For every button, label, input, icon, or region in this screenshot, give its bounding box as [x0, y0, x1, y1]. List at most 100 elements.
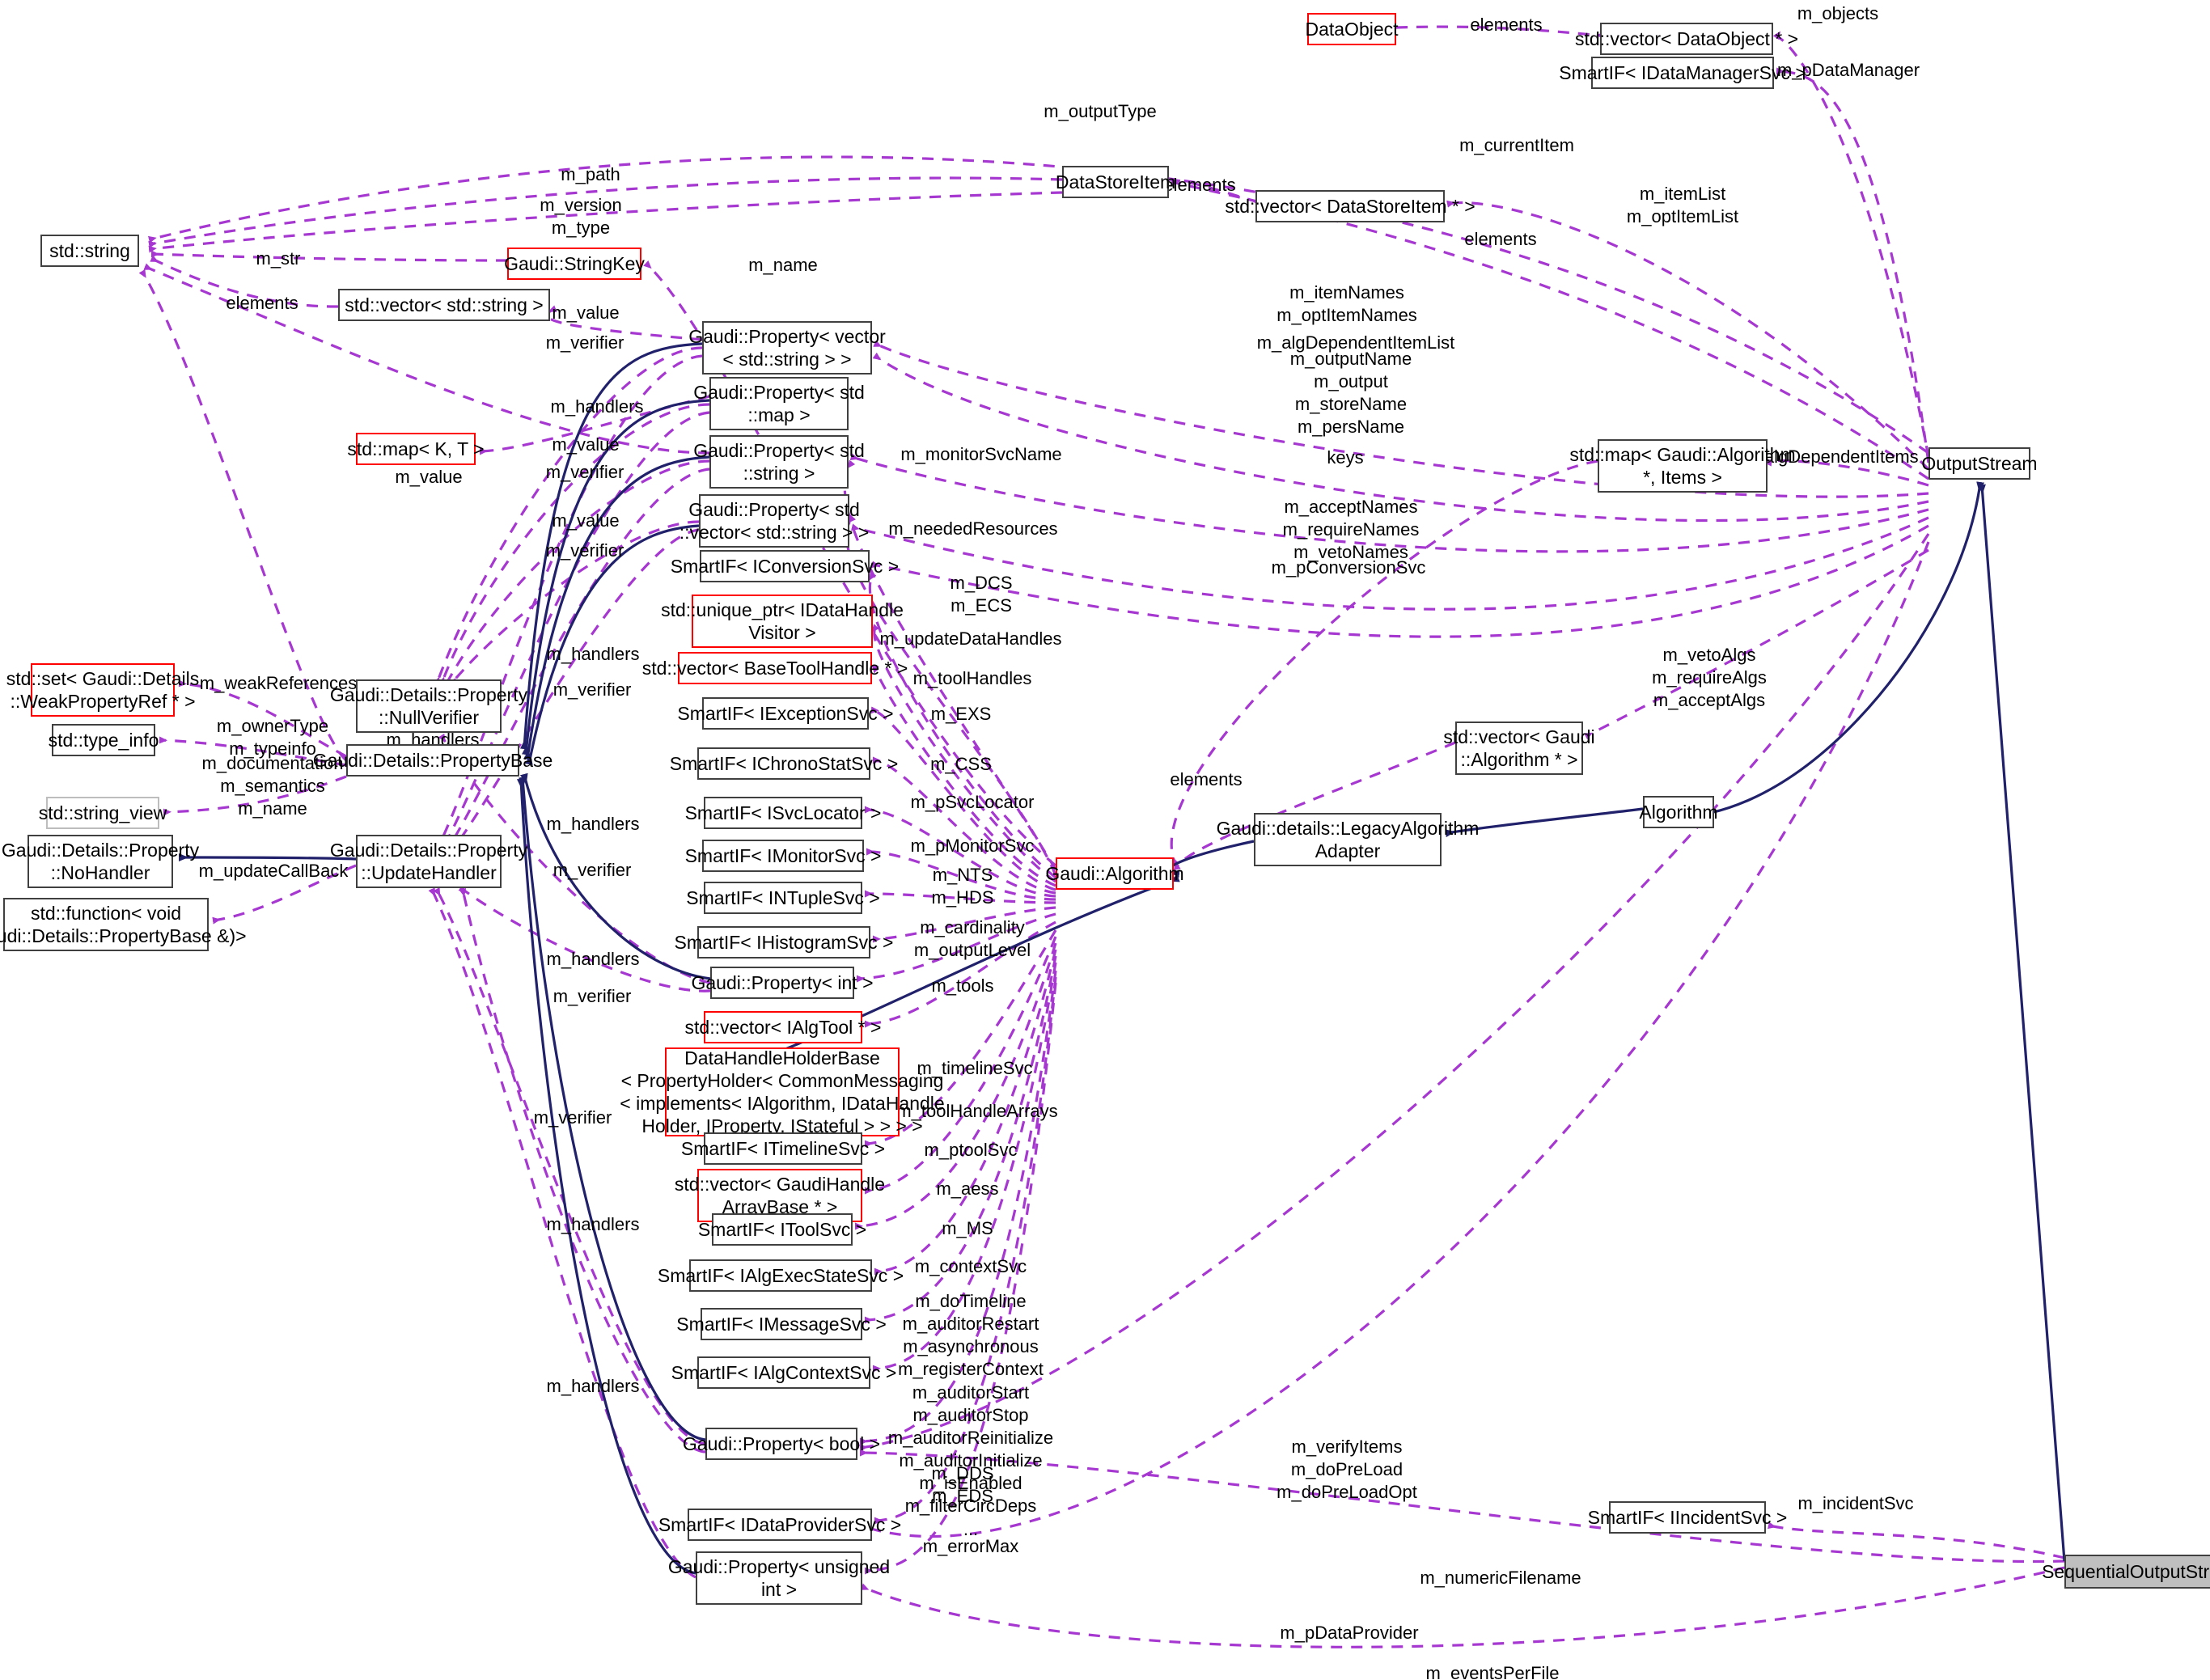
class-node-smartif_iexception[interactable]: SmartIF< IExceptionSvc >	[677, 697, 894, 730]
class-node-smartif_imonitor[interactable]: SmartIF< IMonitorSvc >	[685, 840, 881, 872]
class-node-uniqueptr_visitor[interactable]: std::unique_ptr< IDataHandle Visitor >	[661, 595, 904, 648]
class-node-map_kt[interactable]: std::map< K, T >	[347, 433, 485, 465]
class-node-std_string[interactable]: std::string	[40, 235, 139, 267]
class-node-smartif_idataprovider[interactable]: SmartIF< IDataProviderSvc >	[658, 1509, 901, 1541]
class-node-label: SequentialOutputStream	[2042, 1560, 2210, 1582]
class-node-vec_ialgtool[interactable]: std::vector< IAlgTool * >	[685, 1011, 881, 1043]
class-node-label: Gaudi::Property< bool >	[682, 1432, 881, 1454]
class-node-datastoreitem[interactable]: DataStoreItem	[1056, 166, 1175, 198]
edge-label-l_verifier3: m_verifier	[545, 540, 624, 561]
class-node-label: std::set< Gaudi::Details ::WeakPropertyR…	[6, 667, 200, 712]
class-node-label: DataHandleHolderBase < PropertyHolder< C…	[620, 1047, 945, 1137]
class-node-smartif_iincident[interactable]: SmartIF< IIncidentSvc >	[1588, 1501, 1787, 1534]
class-node-map_alg_items[interactable]: std::map< Gaudi::Algorithm *, Items >	[1569, 439, 1796, 493]
edge-label-l_path: m_path	[561, 164, 620, 184]
class-node-label: Gaudi::Details::Property ::NoHandler	[1, 839, 200, 883]
class-node-prop_vecvec_string[interactable]: Gaudi::Property< std ::vector< std::stri…	[680, 494, 869, 548]
class-node-label: Gaudi::Details::PropertyBase	[312, 749, 553, 771]
class-node-dataobject[interactable]: DataObject	[1305, 13, 1399, 45]
edge-label-l_str: m_str	[256, 248, 301, 269]
class-node-prop_int[interactable]: Gaudi::Property< int >	[692, 967, 874, 999]
edge-label-l_version: m_version m_type	[540, 195, 622, 239]
class-node-type_info[interactable]: std::type_info	[49, 724, 159, 756]
class-node-label: SmartIF< IAlgContextSvc >	[671, 1361, 897, 1383]
class-node-std_function[interactable]: std::function< void (Gaudi::Details::Pro…	[0, 898, 247, 951]
class-node-label: DataStoreItem	[1055, 171, 1176, 193]
edge-label-l_itemNames: m_itemNames m_optItemNames	[1276, 282, 1417, 326]
class-node-smartif_itimeline[interactable]: SmartIF< ITimelineSvc >	[681, 1132, 885, 1165]
class-node-prop_bool[interactable]: Gaudi::Property< bool >	[683, 1428, 880, 1460]
class-node-smartif_intuple[interactable]: SmartIF< INTupleSvc >	[686, 882, 880, 914]
class-node-prop_vec_string[interactable]: Gaudi::Property< vector < std::string > …	[688, 321, 886, 375]
class-node-label: std::vector< Gaudi ::Algorithm * >	[1443, 726, 1595, 770]
class-node-datahandleholderbase[interactable]: DataHandleHolderBase < PropertyHolder< C…	[620, 1047, 944, 1136]
class-node-prop_uint[interactable]: Gaudi::Property< unsigned int >	[668, 1551, 890, 1605]
class-node-label: std::vector< DataStoreItem * >	[1225, 195, 1475, 217]
edge-label-l_pDataProvider: m_pDataProvider	[1280, 1623, 1419, 1643]
class-node-vec_dataobject[interactable]: std::vector< DataObject * >	[1575, 23, 1798, 55]
class-node-legacy_adapter[interactable]: Gaudi::details::LegacyAlgorithm Adapter	[1217, 813, 1479, 866]
class-node-sequentialoutputstream[interactable]: SequentialOutputStream	[2042, 1555, 2210, 1589]
edge-label-l_itemList: m_itemList m_optItemList	[1626, 184, 1739, 227]
edge-label-l_contextSvc: m_contextSvc	[914, 1256, 1027, 1276]
edge-label-l_verifier7: m_verifier	[533, 1107, 612, 1128]
class-node-propertybase[interactable]: Gaudi::Details::PropertyBase	[313, 744, 552, 777]
edge-label-l_neededRes: m_neededResources	[888, 518, 1058, 539]
class-node-vector_string[interactable]: std::vector< std::string >	[338, 289, 550, 321]
class-node-smartif_ihistogram[interactable]: SmartIF< IHistogramSvc >	[675, 926, 893, 958]
edge-label-l_EXS: m_EXS	[930, 704, 992, 724]
class-node-vec_gaudi_algorithm[interactable]: std::vector< Gaudi ::Algorithm * >	[1443, 722, 1595, 775]
class-node-label: std::vector< BaseToolHandle * >	[641, 657, 908, 679]
class-node-string_view[interactable]: std::string_view	[39, 797, 167, 829]
edge-label-l_DDS: m_DDS m_EDS	[931, 1463, 994, 1507]
class-node-label: Gaudi::Property< std ::string >	[693, 439, 865, 484]
class-node-smartif_iconversion[interactable]: SmartIF< IConversionSvc >	[671, 550, 899, 582]
edge-label-l_verifier4: m_verifier	[552, 679, 632, 700]
class-node-smartif_isvclocator[interactable]: SmartIF< ISvcLocator >	[685, 797, 881, 829]
edge-label-l_updateDataH: m_updateDataHandles	[879, 628, 1062, 649]
class-node-nohandler[interactable]: Gaudi::Details::Property ::NoHandler	[2, 835, 199, 888]
class-node-vec_basetoolhandle[interactable]: std::vector< BaseToolHandle * >	[642, 652, 908, 684]
class-node-smartif_idatamanager[interactable]: SmartIF< IDataManagerSvc >	[1559, 57, 1806, 89]
edge-label-l_elements_alg: elements	[1170, 769, 1243, 789]
class-node-label: SmartIF< IConversionSvc >	[670, 555, 900, 577]
class-node-label: Gaudi::Property< int >	[691, 971, 874, 993]
class-node-updatehandler[interactable]: Gaudi::Details::Property ::UpdateHandler	[330, 835, 527, 888]
class-node-label: SmartIF< INTupleSvc >	[686, 887, 880, 908]
class-node-label: std::vector< IAlgTool * >	[684, 1016, 882, 1038]
class-node-label: std::vector< DataObject * >	[1574, 28, 1799, 49]
edge-label-l_acceptNames: m_acceptNames m_requireNames m_vetoNames	[1282, 497, 1420, 563]
edge-label-l_incidentSvc: m_incidentSvc	[1797, 1493, 1914, 1513]
class-node-algorithm[interactable]: Algorithm	[1639, 796, 1718, 828]
edge-label-l_elements_do: elements	[1470, 15, 1543, 35]
class-node-gaudi_algorithm[interactable]: Gaudi::Algorithm	[1045, 857, 1184, 890]
edge-label-l_ptoolSvc: m_ptoolSvc	[924, 1140, 1018, 1160]
class-node-nullverifier[interactable]: Gaudi::Details::Property ::NullVerifier	[330, 679, 527, 733]
class-node-outputstream[interactable]: OutputStream	[1921, 447, 2038, 480]
class-node-label: SmartIF< ITimelineSvc >	[680, 1137, 886, 1159]
class-node-stringkey[interactable]: Gaudi::StringKey	[504, 248, 645, 280]
class-node-smartif_itoolsvc[interactable]: SmartIF< IToolSvc >	[698, 1213, 866, 1246]
class-node-vec_datastoreitem[interactable]: std::vector< DataStoreItem * >	[1225, 190, 1475, 222]
edge-label-l_verifier2: m_verifier	[545, 462, 624, 482]
class-node-smartif_imessage[interactable]: SmartIF< IMessageSvc >	[676, 1308, 887, 1340]
edge-label-l_NTS: m_NTS	[932, 865, 993, 885]
edge-label-l_value1: m_value	[552, 303, 620, 323]
class-node-label: SmartIF< IDataProviderSvc >	[658, 1513, 902, 1535]
class-node-set_weakref[interactable]: std::set< Gaudi::Details ::WeakPropertyR…	[6, 663, 199, 717]
class-node-label: OutputStream	[1921, 452, 2038, 474]
class-node-smartif_ichrono[interactable]: SmartIF< IChronoStatSvc >	[670, 747, 898, 780]
edge-label-l_vetoAlgs: m_vetoAlgs m_requireAlgs m_acceptAlgs	[1652, 645, 1767, 711]
edge-label-l_verifyItems: m_verifyItems m_doPreLoad m_doPreLoadOpt	[1276, 1437, 1417, 1503]
class-node-smartif_ialgcontext[interactable]: SmartIF< IAlgContextSvc >	[671, 1356, 896, 1389]
edge-label-l_objects: m_objects	[1797, 3, 1879, 23]
edge-label-l_MS: m_MS	[942, 1218, 993, 1238]
class-node-prop_string[interactable]: Gaudi::Property< std ::string >	[693, 435, 865, 489]
class-node-label: DataObject	[1305, 18, 1399, 40]
edge-label-l_CSS: m_CSS	[930, 754, 992, 774]
class-node-prop_map[interactable]: Gaudi::Property< std ::map >	[693, 377, 865, 430]
class-node-smartif_ialgexecstate[interactable]: SmartIF< IAlgExecStateSvc >	[658, 1259, 904, 1292]
class-node-label: Gaudi::details::LegacyAlgorithm Adapter	[1216, 817, 1480, 861]
edge-label-l_handlers2: m_handlers	[546, 644, 640, 664]
